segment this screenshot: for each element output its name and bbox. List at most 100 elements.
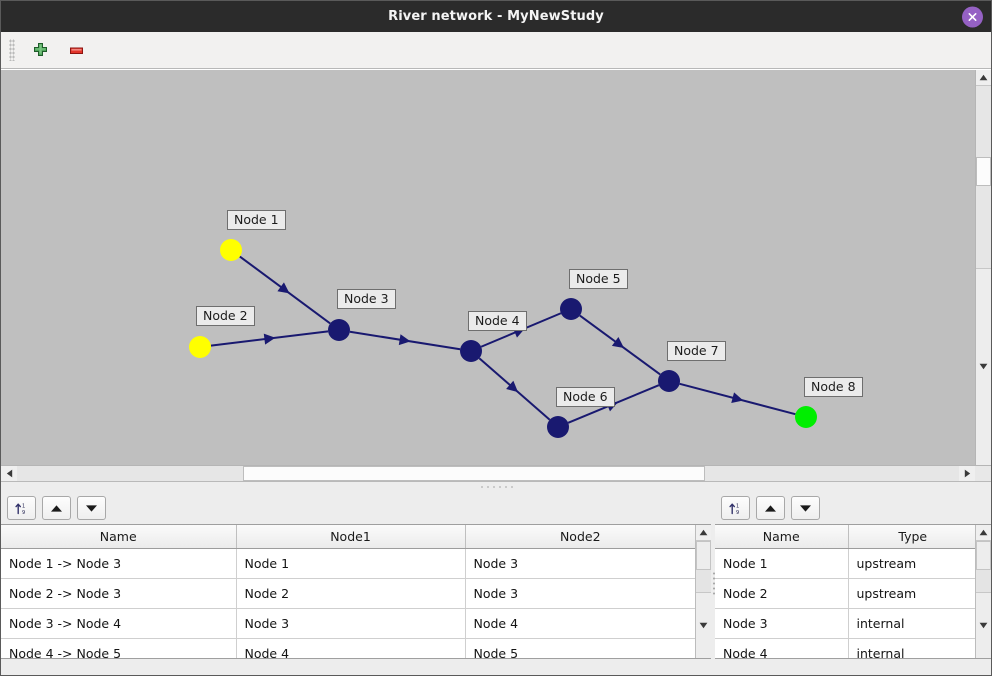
table-cell[interactable]: upstream — [848, 578, 975, 609]
table-cell[interactable]: internal — [848, 638, 975, 658]
column-header[interactable]: Name — [715, 525, 849, 549]
nodes-vscroll-thumb[interactable] — [976, 541, 991, 571]
table-cell[interactable]: Node 3 — [465, 578, 695, 609]
column-header[interactable]: Node1 — [236, 525, 466, 549]
table-cell[interactable]: Node 5 — [465, 638, 695, 658]
toolbar-grip[interactable] — [9, 39, 15, 61]
column-header[interactable]: Type — [848, 525, 975, 549]
vertical-splitter-grip — [711, 570, 715, 597]
graph-node-label[interactable]: Node 4 — [468, 311, 527, 331]
triangle-up-glyph — [979, 74, 988, 81]
column-header[interactable]: Node2 — [465, 525, 695, 549]
window-title: River network - MyNewStudy — [388, 9, 604, 24]
table-cell[interactable]: Node 3 — [236, 608, 466, 639]
scroll-left-icon[interactable] — [1, 466, 17, 481]
remove-node-button[interactable] — [63, 37, 89, 63]
table-cell[interactable]: Node 1 — [715, 548, 849, 579]
move-branch-down-button[interactable] — [77, 496, 106, 520]
table-cell[interactable]: Node 3 — [715, 608, 849, 639]
graph-node-label[interactable]: Node 5 — [569, 269, 628, 289]
nodes-toolbar: 1 9 — [715, 492, 991, 524]
branches-scroll-up-icon[interactable] — [696, 525, 711, 541]
table-cell[interactable]: Node 4 — [236, 638, 466, 658]
branches-vscroll-track[interactable] — [696, 541, 711, 592]
network-canvas[interactable]: Node 1 Node 2 Node 3 Node 4 Node 5 Node 6 Node… — [1, 69, 991, 465]
nodes-vscroll-track[interactable] — [976, 541, 991, 592]
graph-node[interactable] — [658, 370, 680, 392]
graph-node-label[interactable]: Node 6 — [556, 387, 615, 407]
table-cell[interactable]: Node 2 — [236, 578, 466, 609]
svg-text:9: 9 — [736, 510, 739, 516]
table-cell[interactable]: Node 1 — [236, 548, 466, 579]
nodes-scroll-down-icon[interactable] — [976, 591, 991, 658]
graph-node-label[interactable]: Node 7 — [667, 341, 726, 361]
column-header[interactable]: Name — [1, 525, 237, 549]
move-branch-up-button[interactable] — [42, 496, 71, 520]
table-cell[interactable]: Node 3 — [465, 548, 695, 579]
graph-node[interactable] — [795, 406, 817, 428]
branches-vscroll-thumb[interactable] — [696, 541, 711, 571]
table-cell[interactable]: Node 4 — [465, 608, 695, 639]
triangle-right-glyph — [964, 469, 970, 478]
vertical-splitter[interactable] — [711, 492, 715, 675]
scroll-right-icon[interactable] — [959, 466, 975, 481]
table-cell[interactable]: Node 4 — [715, 638, 849, 658]
graph-node-label[interactable]: Node 2 — [196, 306, 255, 326]
canvas-horizontal-scrollbar[interactable] — [1, 465, 991, 481]
canvas-vscroll-track[interactable] — [976, 86, 991, 268]
graph-node[interactable] — [460, 340, 482, 362]
nodes-vertical-scrollbar[interactable] — [975, 525, 991, 658]
triangle-up-glyph — [979, 529, 988, 536]
table-cell[interactable]: internal — [848, 608, 975, 639]
table-cell[interactable]: Node 2 — [715, 578, 849, 609]
canvas-vscroll-thumb[interactable] — [976, 156, 991, 186]
table-cell[interactable]: Node 3 -> Node 4 — [1, 608, 237, 639]
graph-node[interactable] — [189, 336, 211, 358]
horizontal-splitter[interactable] — [1, 481, 991, 492]
graph-node-label[interactable]: Node 8 — [804, 377, 863, 397]
sort-branches-button[interactable]: 1 9 — [7, 496, 36, 520]
graph-node-label[interactable]: Node 1 — [227, 210, 286, 230]
graph-viewport[interactable]: Node 1 Node 2 Node 3 Node 4 Node 5 Node 6 Node… — [1, 70, 975, 465]
canvas-hscroll-thumb[interactable] — [243, 466, 705, 481]
branches-scroll-down-icon[interactable] — [696, 591, 711, 658]
add-node-button[interactable] — [27, 37, 53, 63]
nodes-scroll-up-icon[interactable] — [976, 525, 991, 541]
scrollbar-corner — [975, 466, 991, 481]
scroll-up-icon[interactable] — [976, 70, 991, 86]
table-cell[interactable]: Node 4 -> Node 5 — [1, 638, 237, 658]
scroll-down-icon[interactable] — [976, 267, 991, 465]
canvas-hscroll-track[interactable] — [17, 466, 959, 481]
canvas-vertical-scrollbar[interactable] — [975, 70, 991, 465]
graph-node[interactable] — [560, 298, 582, 320]
move-node-up-button[interactable] — [756, 496, 785, 520]
branches-vertical-scrollbar[interactable] — [695, 525, 711, 658]
graph-node[interactable] — [220, 239, 242, 261]
splitter-grip — [479, 485, 513, 489]
move-node-down-button[interactable] — [791, 496, 820, 520]
close-icon[interactable] — [962, 6, 983, 27]
graph-node-label[interactable]: Node 3 — [337, 289, 396, 309]
graph-node[interactable] — [547, 416, 569, 438]
graph-node[interactable] — [328, 319, 350, 341]
table-cell[interactable]: Node 2 -> Node 3 — [1, 578, 237, 609]
sort-nodes-button[interactable]: 1 9 — [721, 496, 750, 520]
table-cell[interactable]: upstream — [848, 548, 975, 579]
table-cell[interactable]: Node 1 -> Node 3 — [1, 548, 237, 579]
